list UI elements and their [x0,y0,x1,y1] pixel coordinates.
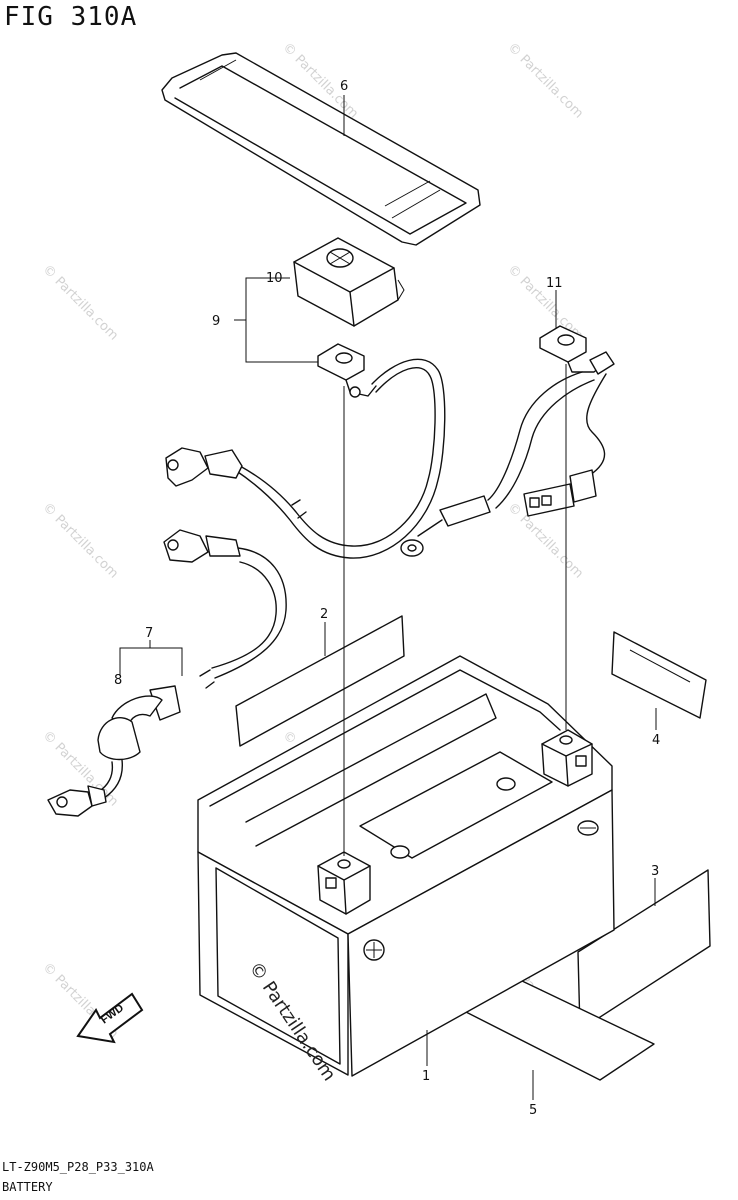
callout-1: 1 [422,1069,430,1084]
callout-10: 10 [266,271,283,286]
figure-name: BATTERY [2,1180,53,1194]
positive-battery-lead [165,343,446,559]
callout-2: 2 [320,607,328,622]
label-sheet-2 [235,615,405,747]
callout-3: 3 [651,864,659,879]
callout-11: 11 [546,276,563,291]
leader-7 [119,647,183,676]
terminal-cover-cap [293,237,405,327]
battery-strap-band [161,52,481,246]
negative-battery-lead [47,529,287,817]
callout-8: 8 [114,673,122,688]
label-sheet-4 [611,631,707,719]
battery-body [197,655,615,1077]
figure-title: FIG 310A [4,2,138,32]
callout-4: 4 [652,733,660,748]
callout-9: 9 [212,314,220,329]
sub-lead-with-connector [400,325,615,557]
callout-7: 7 [145,626,153,641]
figure-code: LT-Z90M5_P28_P33_310A [2,1160,154,1174]
callout-5: 5 [529,1103,537,1118]
label-sheet-3 [577,869,711,1031]
forward-direction-arrow: FWD [76,992,144,1044]
callout-6: 6 [340,79,348,94]
